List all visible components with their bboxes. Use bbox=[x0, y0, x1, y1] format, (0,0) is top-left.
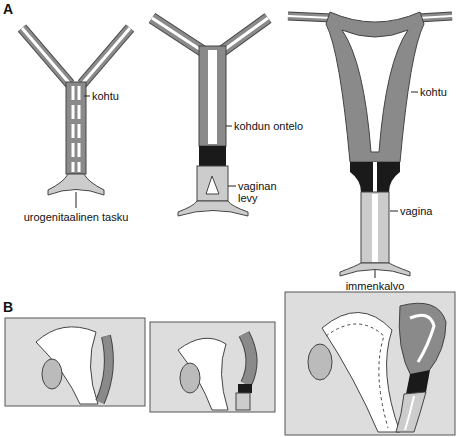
vaginal-lumen bbox=[372, 194, 378, 262]
leader-line bbox=[411, 92, 418, 93]
part-label: vaginan levy bbox=[238, 180, 282, 204]
paramesonephric-duct bbox=[22, 28, 130, 84]
vaginal-plate bbox=[197, 166, 228, 201]
vagina-wall bbox=[361, 192, 389, 263]
plate-lumen bbox=[206, 176, 219, 194]
leader-line bbox=[226, 126, 232, 127]
part-label: kohtu bbox=[420, 86, 447, 98]
panel-letter: B bbox=[3, 300, 13, 315]
vagina-section bbox=[396, 392, 426, 432]
vaginal-lumen bbox=[405, 396, 414, 430]
pubic-bone bbox=[180, 363, 200, 393]
duct-outline bbox=[100, 336, 109, 402]
tube-lumen bbox=[288, 16, 452, 18]
urogenital-sinus bbox=[178, 201, 248, 216]
uterovaginal-duct bbox=[100, 336, 109, 402]
urogenital-sinus bbox=[48, 174, 104, 195]
fused-ducts bbox=[66, 82, 86, 174]
leader-line bbox=[375, 270, 376, 278]
pubic-bone bbox=[308, 344, 332, 380]
section-ground bbox=[150, 322, 275, 412]
cervical-canal bbox=[373, 162, 377, 192]
duct-outline bbox=[22, 28, 130, 84]
uterus-outline bbox=[244, 334, 252, 384]
part-label: kohdun ontelo bbox=[234, 120, 303, 132]
part-label: kohtu bbox=[92, 90, 119, 102]
uterine-canal bbox=[199, 46, 226, 146]
leader-line bbox=[76, 192, 77, 208]
urogenital-sinus-section bbox=[36, 327, 98, 404]
panel-letter: A bbox=[3, 2, 13, 17]
pubic-bone bbox=[42, 359, 62, 389]
cervix-section bbox=[238, 384, 252, 393]
leader-line bbox=[84, 96, 90, 97]
bladder-section bbox=[178, 338, 228, 410]
uterus bbox=[326, 12, 424, 162]
bladder-section bbox=[322, 312, 400, 432]
tube-outline bbox=[288, 16, 452, 18]
uterine-tube bbox=[288, 16, 452, 18]
section-ground bbox=[285, 292, 455, 435]
cervix-block bbox=[199, 146, 226, 166]
uterine-cavity bbox=[342, 30, 408, 152]
leader-line bbox=[390, 211, 398, 212]
bladder-fold bbox=[326, 324, 388, 428]
part-label: urogenitaalinen tasku bbox=[24, 211, 129, 223]
part-label: vagina bbox=[400, 205, 432, 217]
cervix-section bbox=[406, 370, 430, 394]
duct-lumen bbox=[22, 28, 130, 84]
uterine-cavity bbox=[410, 315, 434, 362]
duct-lumen bbox=[73, 86, 79, 172]
section-ground bbox=[5, 318, 145, 406]
part-label: immenkalvo bbox=[346, 280, 405, 292]
uterus-section bbox=[244, 334, 252, 384]
leader-line bbox=[228, 186, 236, 187]
uterus-section bbox=[399, 303, 446, 378]
vaginal-plate-section bbox=[236, 393, 250, 410]
uterine-cavity bbox=[208, 50, 217, 144]
cervix bbox=[350, 162, 400, 192]
